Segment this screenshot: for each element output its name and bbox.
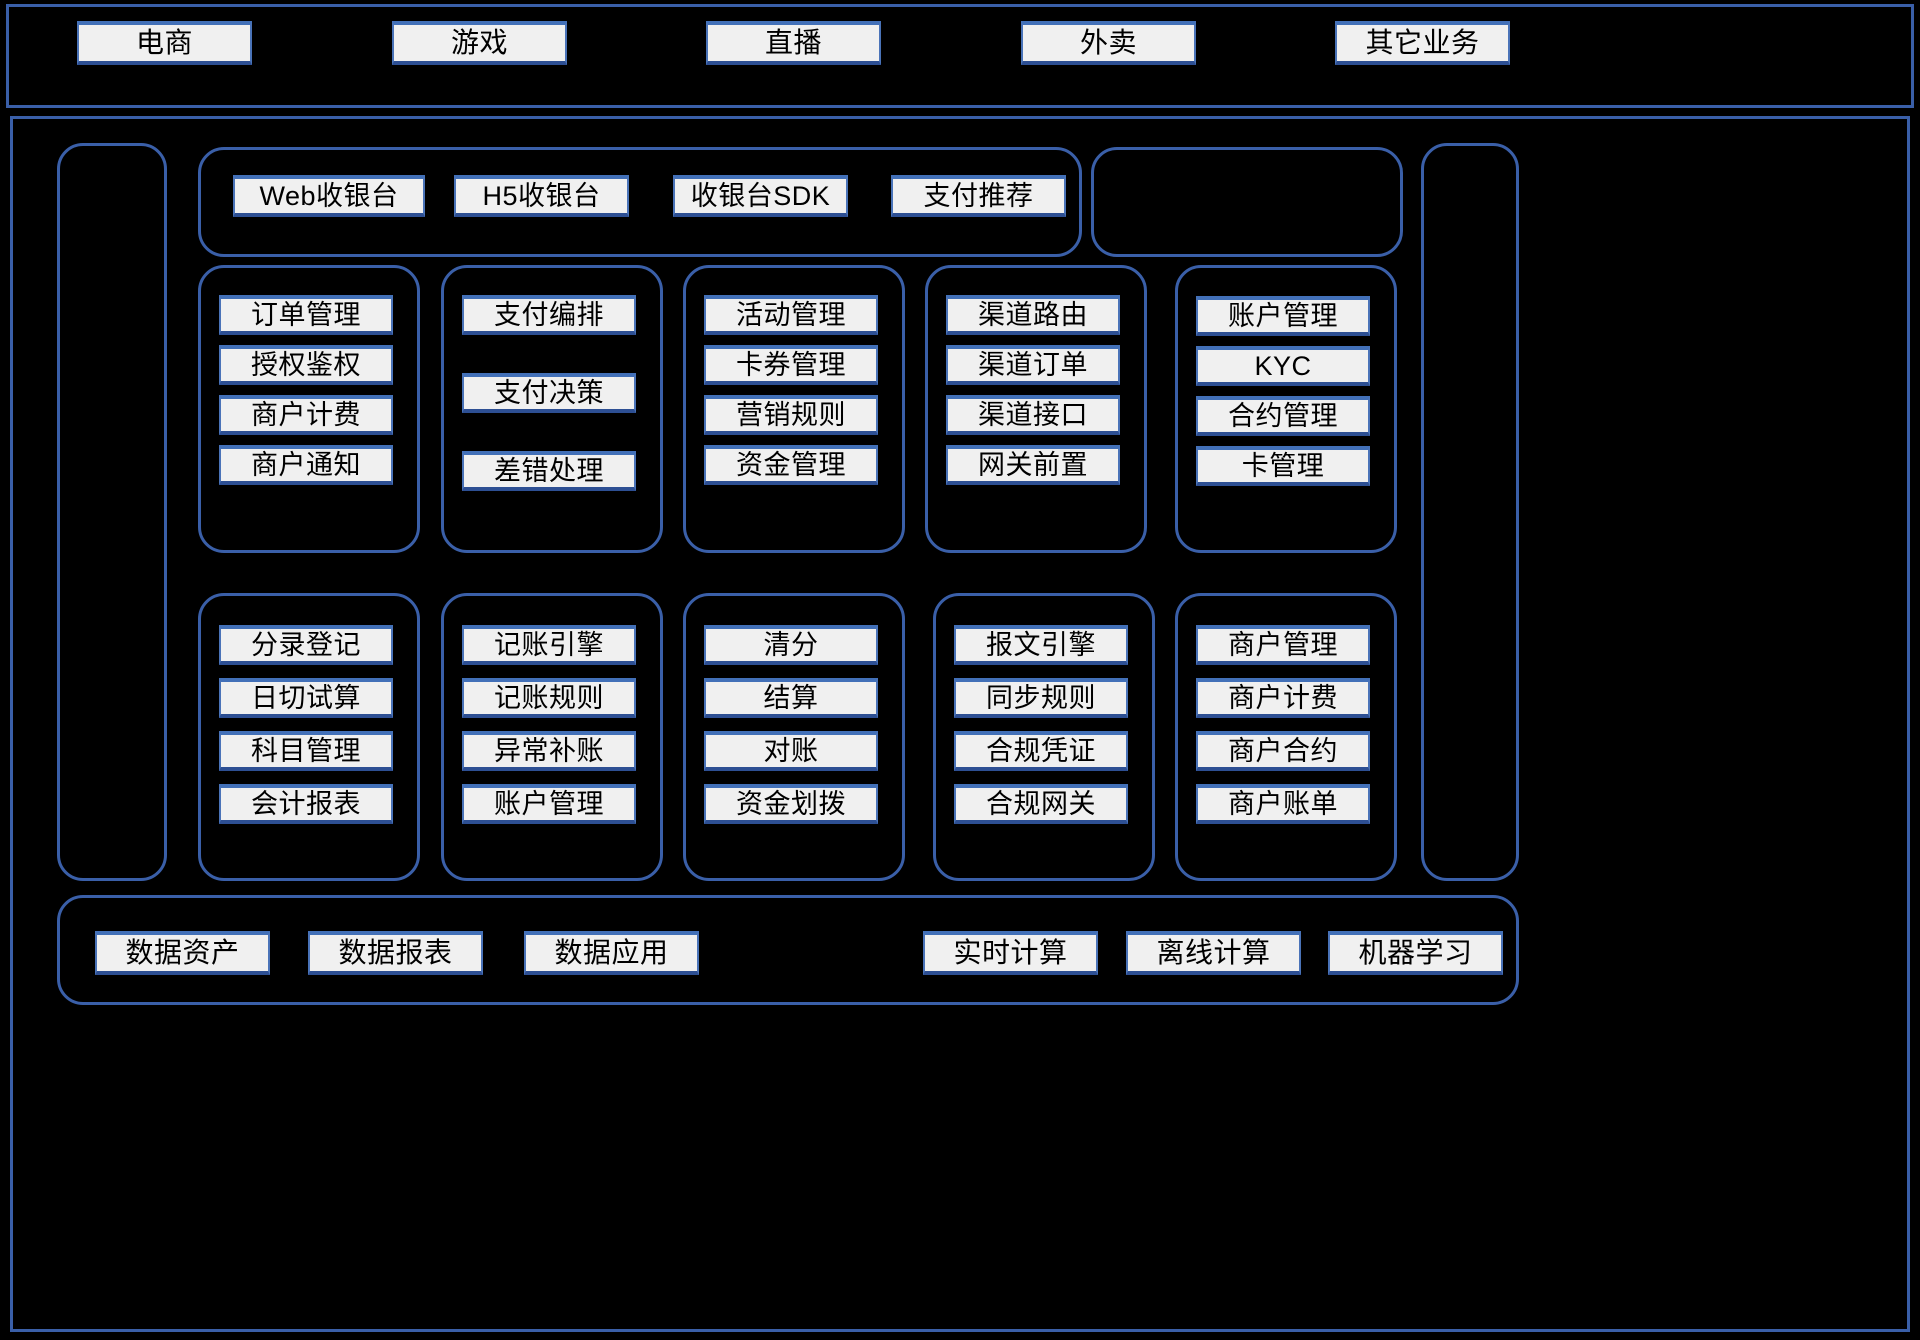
ledger-item-4[interactable]: 会计报表 bbox=[219, 784, 393, 824]
cashier-side-panel[interactable] bbox=[1091, 147, 1403, 257]
ledger-item-1[interactable]: 分录登记 bbox=[219, 625, 393, 665]
payment-orchestration-item-1[interactable]: 支付编排 bbox=[462, 295, 636, 335]
business-line-chip-1[interactable]: 电商 bbox=[77, 21, 252, 65]
merchant-item-1[interactable]: 商户管理 bbox=[1196, 625, 1370, 665]
merchant-item-4[interactable]: 商户账单 bbox=[1196, 784, 1370, 824]
account-item-2[interactable]: KYC bbox=[1196, 346, 1370, 386]
marketing-item-2[interactable]: 卡券管理 bbox=[704, 345, 878, 385]
merchant-card: 商户管理商户计费商户合约商户账单 bbox=[1175, 593, 1397, 881]
business-line-chip-5[interactable]: 其它业务 bbox=[1335, 21, 1510, 65]
clearing-item-2[interactable]: 结算 bbox=[704, 678, 878, 718]
accounting-engine-card: 记账引擎记账规则异常补账账户管理 bbox=[441, 593, 663, 881]
payment-orchestration-item-3[interactable]: 差错处理 bbox=[462, 451, 636, 491]
business-line-chip-4[interactable]: 外卖 bbox=[1021, 21, 1196, 65]
channel-card: 渠道路由渠道订单渠道接口网关前置 bbox=[925, 265, 1147, 553]
account-item-1[interactable]: 账户管理 bbox=[1196, 296, 1370, 336]
left-rail-panel[interactable] bbox=[57, 143, 167, 881]
order-item-3[interactable]: 商户计费 bbox=[219, 395, 393, 435]
data-platform-chip-5[interactable]: 离线计算 bbox=[1126, 931, 1301, 975]
cashier-chip-1[interactable]: Web收银台 bbox=[233, 175, 425, 217]
accounting-engine-item-3[interactable]: 异常补账 bbox=[462, 731, 636, 771]
clearing-item-3[interactable]: 对账 bbox=[704, 731, 878, 771]
compliance-item-2[interactable]: 同步规则 bbox=[954, 678, 1128, 718]
accounting-engine-item-1[interactable]: 记账引擎 bbox=[462, 625, 636, 665]
right-rail-panel[interactable] bbox=[1421, 143, 1519, 881]
marketing-item-3[interactable]: 营销规则 bbox=[704, 395, 878, 435]
channel-item-1[interactable]: 渠道路由 bbox=[946, 295, 1120, 335]
order-item-1[interactable]: 订单管理 bbox=[219, 295, 393, 335]
channel-item-2[interactable]: 渠道订单 bbox=[946, 345, 1120, 385]
ledger-item-2[interactable]: 日切试算 bbox=[219, 678, 393, 718]
data-platform-chip-6[interactable]: 机器学习 bbox=[1328, 931, 1503, 975]
cashier-group: Web收银台 H5收银台 收银台SDK 支付推荐 bbox=[198, 147, 1082, 257]
account-card: 账户管理 KYC 合约管理卡管理 bbox=[1175, 265, 1397, 553]
accounting-engine-item-2[interactable]: 记账规则 bbox=[462, 678, 636, 718]
payment-orchestration-card: 支付编排支付决策差错处理 bbox=[441, 265, 663, 553]
business-layer-frame: 电商 游戏 直播 外卖 其它业务 bbox=[6, 4, 1914, 108]
compliance-item-4[interactable]: 合规网关 bbox=[954, 784, 1128, 824]
order-item-4[interactable]: 商户通知 bbox=[219, 445, 393, 485]
order-card: 订单管理授权鉴权商户计费商户通知 bbox=[198, 265, 420, 553]
cashier-chip-4[interactable]: 支付推荐 bbox=[891, 175, 1066, 217]
marketing-card: 活动管理卡券管理营销规则资金管理 bbox=[683, 265, 905, 553]
marketing-item-1[interactable]: 活动管理 bbox=[704, 295, 878, 335]
payment-orchestration-item-2[interactable]: 支付决策 bbox=[462, 373, 636, 413]
cashier-chip-3[interactable]: 收银台SDK bbox=[673, 175, 848, 217]
data-platform-chip-3[interactable]: 数据应用 bbox=[524, 931, 699, 975]
clearing-item-1[interactable]: 清分 bbox=[704, 625, 878, 665]
data-platform-chip-1[interactable]: 数据资产 bbox=[95, 931, 270, 975]
marketing-item-4[interactable]: 资金管理 bbox=[704, 445, 878, 485]
compliance-card: 报文引擎同步规则合规凭证合规网关 bbox=[933, 593, 1155, 881]
data-platform-chip-2[interactable]: 数据报表 bbox=[308, 931, 483, 975]
compliance-item-3[interactable]: 合规凭证 bbox=[954, 731, 1128, 771]
clearing-item-4[interactable]: 资金划拨 bbox=[704, 784, 878, 824]
ledger-card: 分录登记日切试算科目管理会计报表 bbox=[198, 593, 420, 881]
compliance-item-1[interactable]: 报文引擎 bbox=[954, 625, 1128, 665]
data-platform-chip-4[interactable]: 实时计算 bbox=[923, 931, 1098, 975]
channel-item-3[interactable]: 渠道接口 bbox=[946, 395, 1120, 435]
business-line-chip-3[interactable]: 直播 bbox=[706, 21, 881, 65]
business-line-row: 电商 游戏 直播 外卖 其它业务 bbox=[9, 21, 1911, 65]
ledger-item-3[interactable]: 科目管理 bbox=[219, 731, 393, 771]
order-item-2[interactable]: 授权鉴权 bbox=[219, 345, 393, 385]
cashier-chip-2[interactable]: H5收银台 bbox=[454, 175, 629, 217]
account-item-3[interactable]: 合约管理 bbox=[1196, 396, 1370, 436]
merchant-item-3[interactable]: 商户合约 bbox=[1196, 731, 1370, 771]
merchant-item-2[interactable]: 商户计费 bbox=[1196, 678, 1370, 718]
account-item-4[interactable]: 卡管理 bbox=[1196, 446, 1370, 486]
accounting-engine-item-4[interactable]: 账户管理 bbox=[462, 784, 636, 824]
business-line-chip-2[interactable]: 游戏 bbox=[392, 21, 567, 65]
data-platform-group: 数据资产数据报表数据应用 实时计算离线计算机器学习 bbox=[57, 895, 1519, 1005]
clearing-card: 清分结算对账资金划拨 bbox=[683, 593, 905, 881]
channel-item-4[interactable]: 网关前置 bbox=[946, 445, 1120, 485]
